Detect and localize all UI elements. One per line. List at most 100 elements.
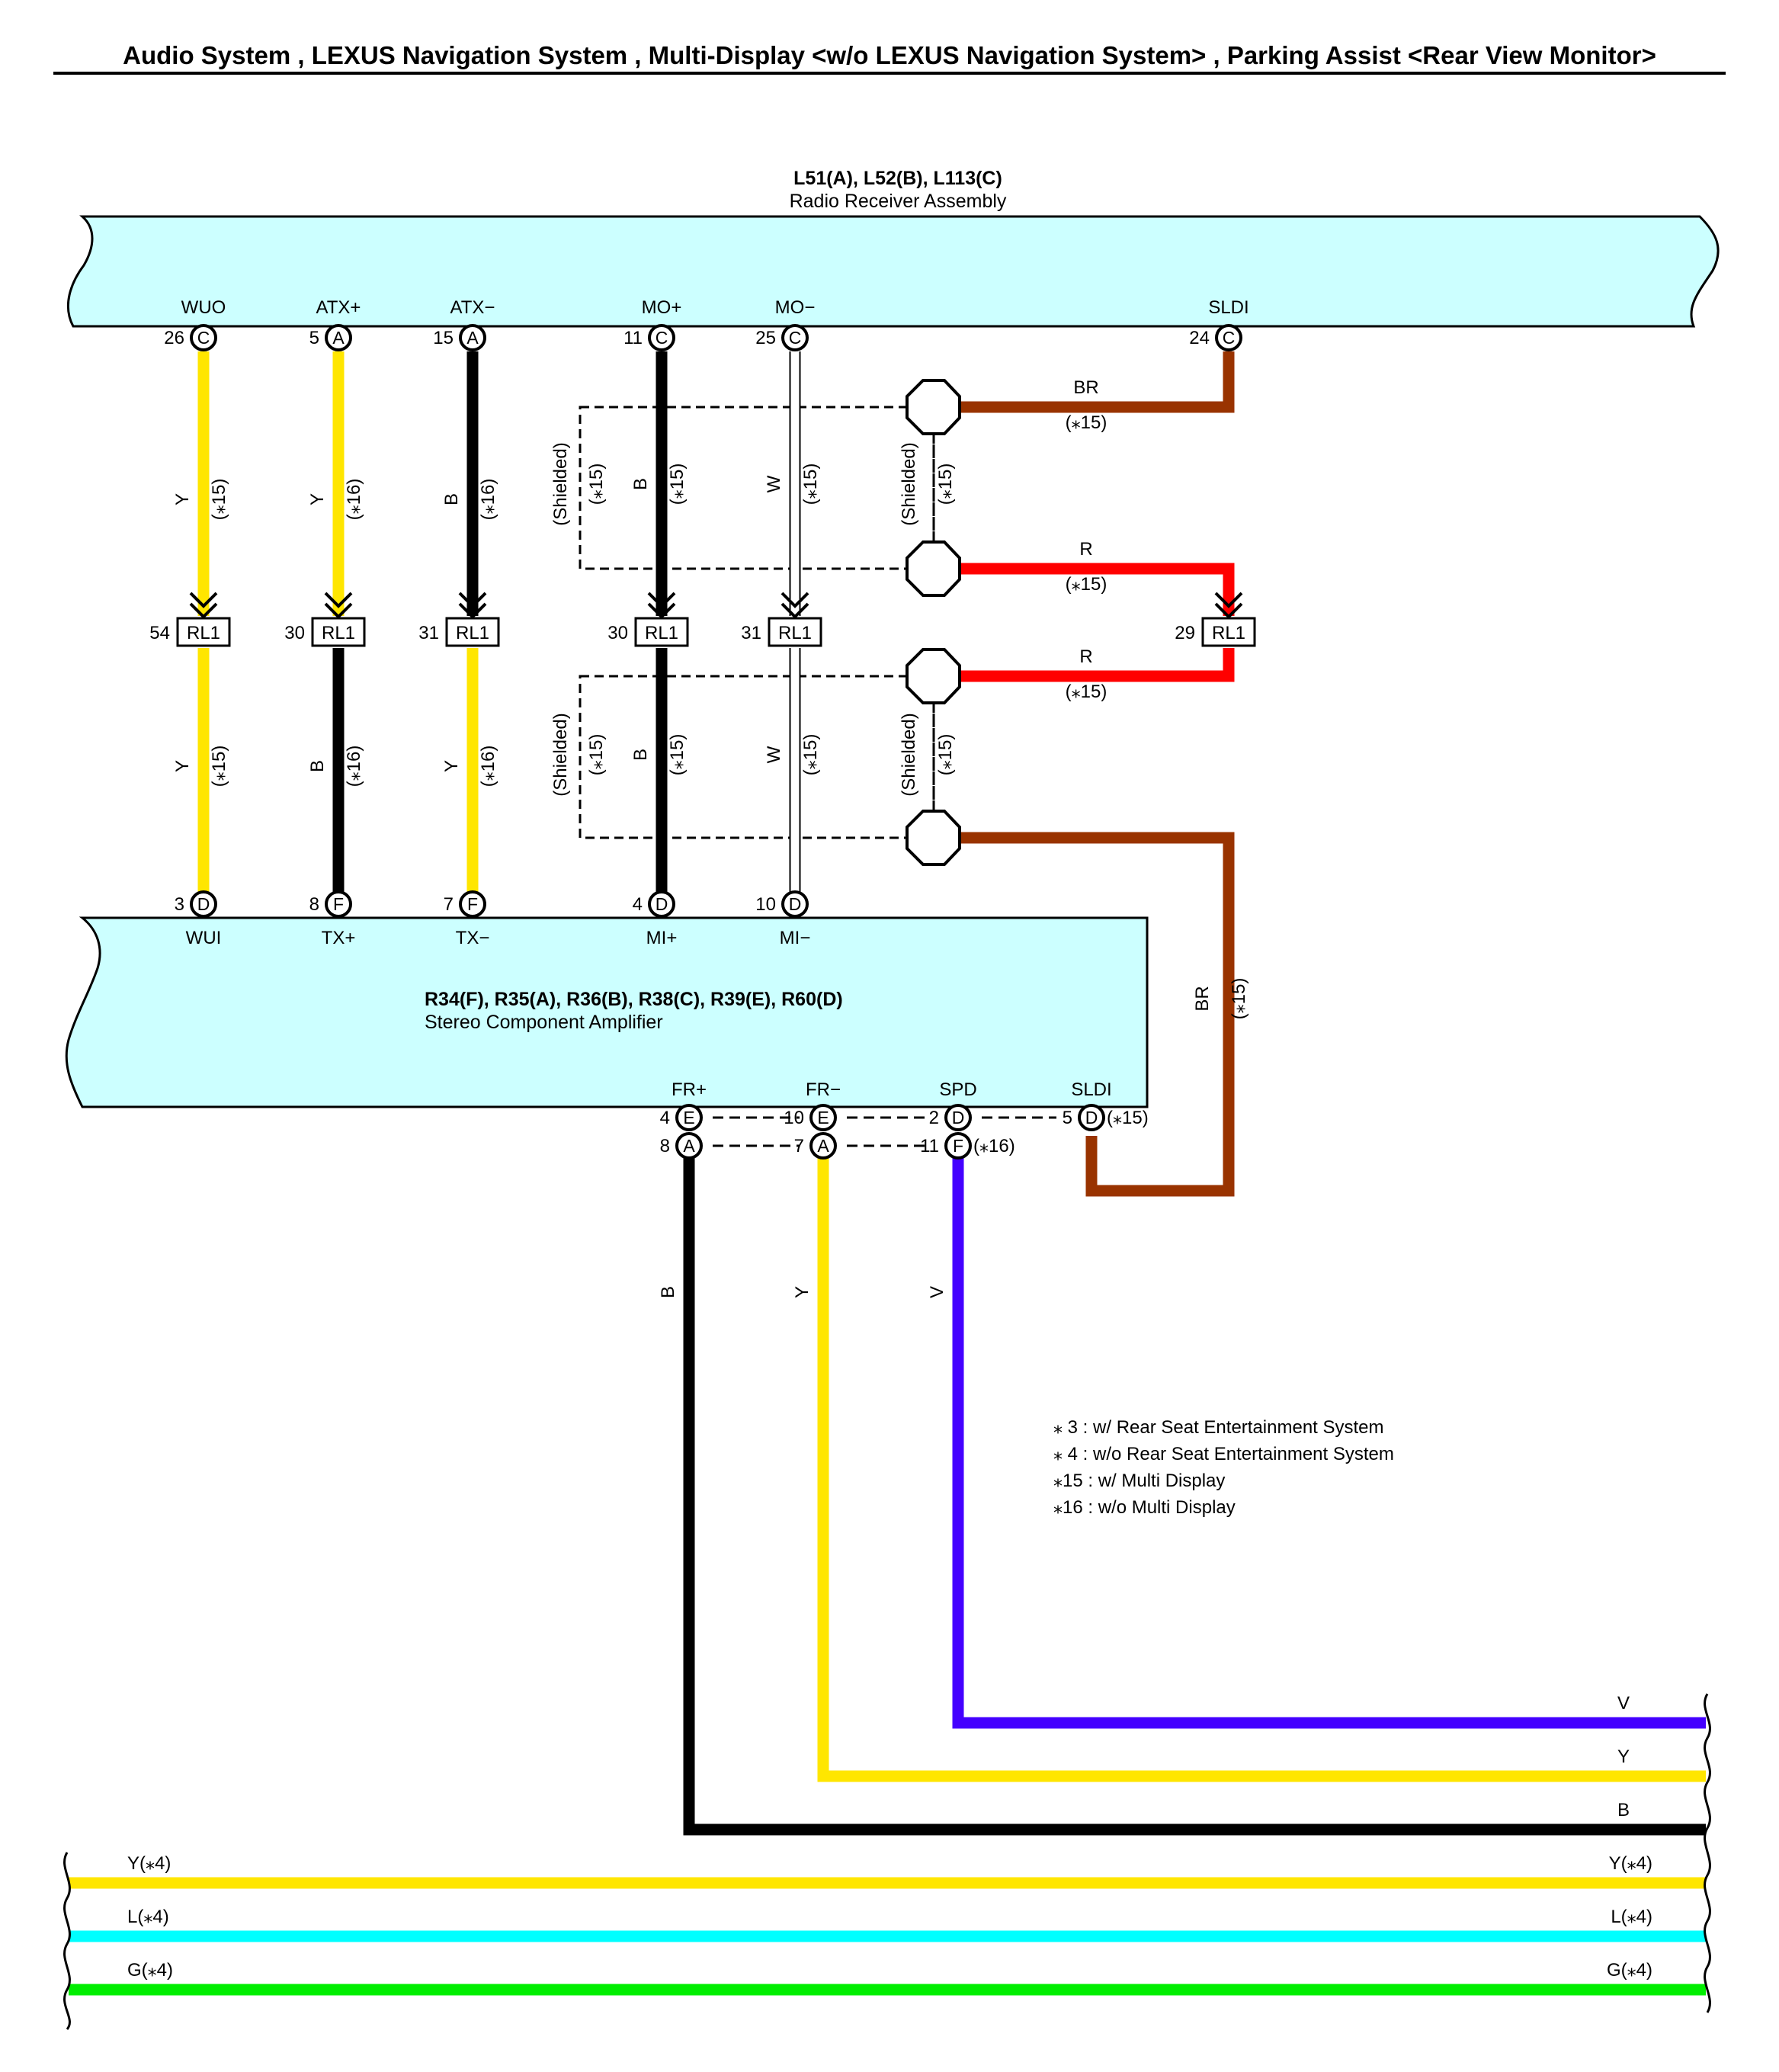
lower-wires (197, 648, 801, 893)
bottom-bus-wires (69, 1877, 1706, 1996)
amp-bottom-pin: D2 (929, 1104, 972, 1131)
footnote-line: ⁎ 3 : w/ Rear Seat Entertainment System (1053, 1417, 1384, 1438)
wire-color-label: R (1079, 646, 1092, 667)
amp-alt-links (713, 1116, 1056, 1147)
footnote-line: ⁎15 : w/ Multi Display (1053, 1471, 1225, 1491)
wire-option-note: (⁎15) (1066, 574, 1107, 595)
amp-pin-number: 4 (633, 894, 643, 915)
wire-color-label: Y (172, 760, 193, 772)
wire-color-label: BR (1192, 986, 1213, 1011)
shield-ground-octagon (906, 379, 961, 435)
rl1-label: RL1 (778, 623, 812, 643)
amp-bottom-number: 8 (660, 1136, 670, 1156)
amp-output-wire-labels: B Y V V Y B (658, 1286, 1630, 1820)
shield-octagons (906, 379, 961, 866)
radio-pin: C11 (623, 324, 675, 351)
wire-br-to-amp-sldi (934, 832, 1235, 1197)
radio-pin-number: 26 (164, 328, 184, 348)
wire-option-note: (⁎16) (344, 746, 364, 787)
amp-pin-number: 10 (755, 894, 776, 915)
upper-wire-labels: Y (⁎15) Y (⁎16) B (⁎16) B (⁎15) W (⁎15) … (172, 442, 956, 525)
wire-br-top (934, 351, 1235, 413)
rl1-box-sldi: RL1 29 (1175, 617, 1256, 647)
amp-pin: F8 (309, 890, 352, 918)
radio-receiver-body (66, 215, 1720, 328)
amp-bottom-pin: E4 (660, 1104, 703, 1131)
rl1-box-atx-plus: RL1 30 (284, 617, 366, 647)
footnotes: ⁎ 3 : w/ Rear Seat Entertainment System … (1053, 1417, 1394, 1518)
amp-bottom-connector: A (683, 1136, 695, 1156)
amp-bottom-pin: E10 (784, 1104, 837, 1131)
rl1-label: RL1 (456, 623, 489, 643)
rl1-box-mo-minus: RL1 31 (741, 617, 822, 647)
amp-output-wires (683, 1147, 1706, 1836)
page-title: Audio System , LEXUS Navigation System ,… (123, 41, 1656, 69)
shield-ground-octagon (906, 648, 961, 704)
upper-wires (197, 351, 801, 616)
amp-pin-connector: F (467, 894, 478, 914)
rl1-pin-number: 31 (741, 623, 761, 643)
amp-bottom-connector: A (817, 1136, 829, 1156)
amplifier-body (65, 916, 1149, 1108)
amp-pin-label: WUI (186, 928, 222, 948)
amplifier-component-name: R34(F), R35(A), R36(B), R38(C), R39(E), … (425, 989, 843, 1010)
rl1-label: RL1 (1212, 623, 1245, 643)
rl1-label: RL1 (645, 623, 678, 643)
wire-color-label: W (764, 746, 784, 763)
radio-pin-connector: C (1223, 328, 1236, 348)
radio-component-desc: Radio Receiver Assembly (790, 191, 1007, 212)
wire-option-note: (⁎16) (344, 479, 364, 521)
wire-option-note: (⁎15) (667, 734, 688, 776)
wire-r-upper (934, 563, 1235, 616)
sldi-wires (934, 351, 1235, 1197)
wire-option-note: (⁎15) (209, 746, 229, 787)
wire-color-label: B (658, 1286, 678, 1298)
amp-pin-number: 8 (309, 894, 319, 915)
wire-end-label: V (1617, 1693, 1630, 1714)
junction-arrows (189, 592, 1243, 619)
amp-bottom-label: SLDI (1071, 1079, 1111, 1100)
wire-option-note: (⁎15) (209, 479, 229, 521)
radio-pin-label: WUO (181, 297, 226, 318)
radio-pin-label: MO− (775, 297, 816, 318)
amp-pin-label: MI− (780, 928, 811, 948)
rl1-pin-number: 29 (1175, 623, 1195, 643)
amp-bottom-number: 5 (1063, 1108, 1072, 1128)
radio-pin-labels: WUO ATX+ ATX− MO+ MO− SLDI (181, 297, 1249, 318)
wire-option-note: (⁎15) (1066, 412, 1107, 433)
wire-option-note: (⁎15) (667, 463, 688, 505)
wire-color-label: BR (1073, 377, 1098, 398)
amp-bottom-number: 4 (660, 1108, 670, 1128)
rl1-label: RL1 (187, 623, 220, 643)
wire-fr-plus-out (683, 1147, 1706, 1836)
amp-bottom-label: FR− (806, 1079, 841, 1100)
amp-bottom-pin: A8 (660, 1132, 703, 1159)
rl1-box-atx-minus: RL1 31 (418, 617, 500, 647)
radio-pin-label: MO+ (642, 297, 682, 318)
amp-bottom-connector: F (953, 1136, 963, 1156)
bus-label-left: L(⁎4) (127, 1907, 169, 1927)
radio-pin: C24 (1189, 324, 1242, 351)
wire-color-label: B (307, 760, 328, 772)
rl1-label: RL1 (322, 623, 355, 643)
amp-pin-number: 7 (444, 894, 454, 915)
wire-option-note: (⁎15) (800, 463, 821, 505)
wire-color-label: V (927, 1286, 947, 1298)
shielded-note: (⁎15) (935, 463, 956, 505)
radio-pin-connector: C (656, 328, 668, 348)
amp-bottom-number: 11 (920, 1136, 939, 1156)
amp-bottom-number: 2 (929, 1108, 939, 1128)
wire-color-label: Y (792, 1286, 813, 1298)
shielded-label: (Shielded) (899, 713, 919, 796)
amp-bottom-pin: A7 (794, 1132, 837, 1159)
amp-bottom-label: SPD (939, 1079, 976, 1100)
amp-pin-number: 3 (175, 894, 184, 915)
radio-pin-number: 25 (755, 328, 776, 348)
bus-label-left: G(⁎4) (127, 1960, 173, 1981)
amp-pin-label: TX− (456, 928, 490, 948)
amplifier-component-desc: Stereo Component Amplifier (425, 1012, 663, 1033)
right-break-mark (1704, 1693, 1711, 2013)
amp-bottom-pin: F11(⁎16) (920, 1132, 1015, 1159)
upper-shield-box (579, 406, 935, 570)
shielded-note: (⁎15) (586, 734, 607, 776)
